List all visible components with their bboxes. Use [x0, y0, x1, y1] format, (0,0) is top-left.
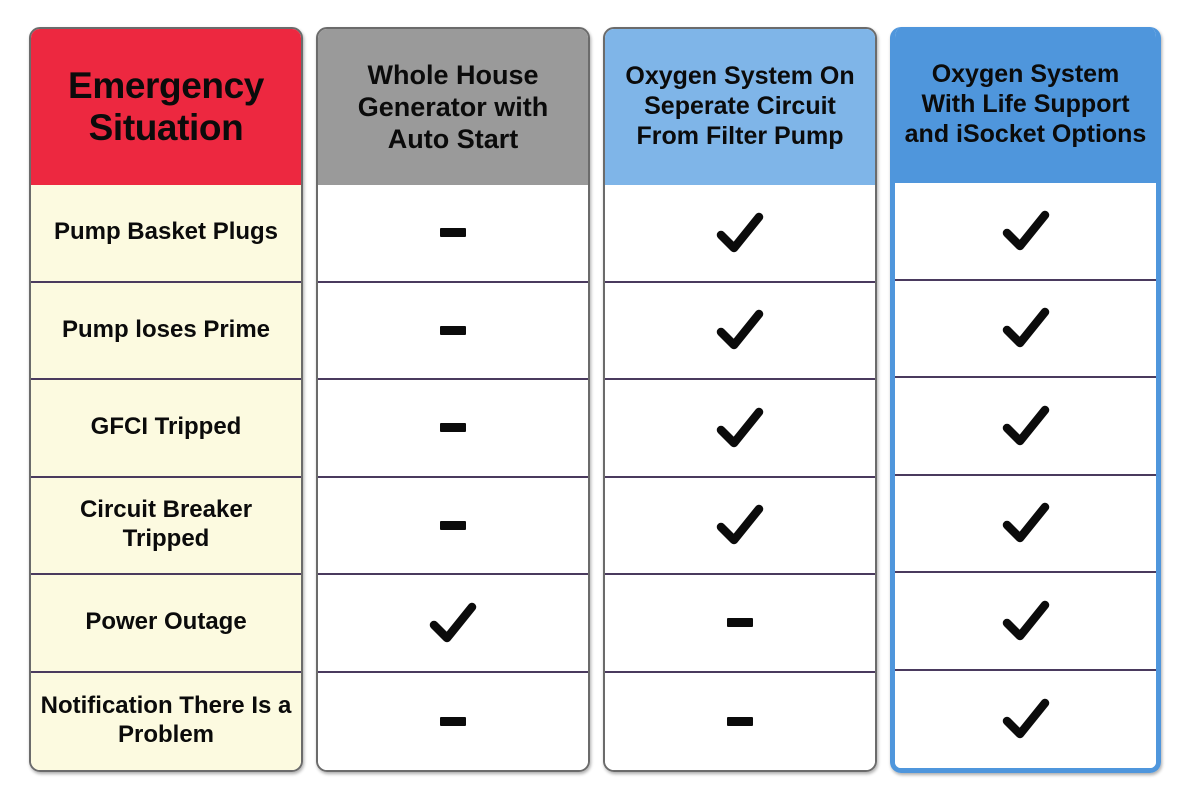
check-icon: [1002, 503, 1049, 543]
mark-cell: [895, 183, 1156, 281]
check-icon: [716, 407, 764, 447]
column-header-whole-house-generator: Whole House Generator with Auto Start: [318, 29, 588, 185]
check-icon: [1002, 210, 1049, 250]
dash-icon: [727, 618, 753, 628]
column-oxygen-system-life-support: Oxygen System With Life Support and iSoc…: [890, 27, 1161, 773]
mark-cell: [605, 380, 875, 478]
mark-cell: [895, 573, 1156, 671]
row-label-cell: Pump Basket Plugs: [31, 185, 301, 283]
row-label-cell: Pump loses Prime: [31, 282, 301, 380]
dash-icon: [440, 423, 466, 433]
mark-cell: [605, 575, 875, 673]
mark-cell: [605, 477, 875, 575]
mark-cell: [318, 282, 588, 380]
check-icon: [716, 505, 764, 545]
dash-icon: [440, 325, 466, 335]
column-body-whole-house-generator: [318, 185, 588, 770]
mark-cell: [895, 378, 1156, 476]
check-icon: [429, 602, 477, 642]
row-label-cell: Notification There Is a Problem: [31, 672, 301, 770]
mark-cell: [318, 185, 588, 283]
check-icon: [1002, 308, 1049, 348]
column-header-emergency-situation: Emergency Situation: [31, 29, 301, 185]
row-label-cell: Power Outage: [31, 575, 301, 673]
mark-cell: [318, 672, 588, 770]
column-emergency-situation: Emergency Situation Pump Basket Plugs Pu…: [29, 27, 303, 772]
dash-icon: [440, 716, 466, 726]
mark-cell: [605, 672, 875, 770]
mark-cell: [895, 670, 1156, 768]
mark-cell: [605, 282, 875, 380]
mark-cell: [318, 575, 588, 673]
check-icon: [1002, 699, 1049, 739]
column-header-oxygen-system-separate-circuit: Oxygen System On Seperate Circuit From F…: [605, 29, 875, 185]
mark-cell: [895, 475, 1156, 573]
check-icon: [1002, 405, 1049, 445]
column-header-oxygen-system-life-support: Oxygen System With Life Support and iSoc…: [895, 27, 1156, 183]
check-icon: [716, 212, 764, 252]
mark-cell: [605, 185, 875, 283]
mark-cell: [318, 477, 588, 575]
row-label-cell: Circuit Breaker Tripped: [31, 477, 301, 575]
mark-cell: [895, 280, 1156, 378]
column-body-oxygen-system-life-support: [895, 183, 1156, 768]
dash-icon: [440, 228, 466, 238]
column-whole-house-generator: Whole House Generator with Auto Start: [316, 27, 590, 772]
dash-icon: [440, 520, 466, 530]
column-body-emergency-situation: Pump Basket Plugs Pump loses Prime GFCI …: [31, 185, 301, 770]
row-label-cell: GFCI Tripped: [31, 380, 301, 478]
dash-icon: [727, 716, 753, 726]
column-body-oxygen-system-separate-circuit: [605, 185, 875, 770]
check-icon: [716, 310, 764, 350]
mark-cell: [318, 380, 588, 478]
column-oxygen-system-separate-circuit: Oxygen System On Seperate Circuit From F…: [603, 27, 877, 772]
check-icon: [1002, 600, 1049, 640]
